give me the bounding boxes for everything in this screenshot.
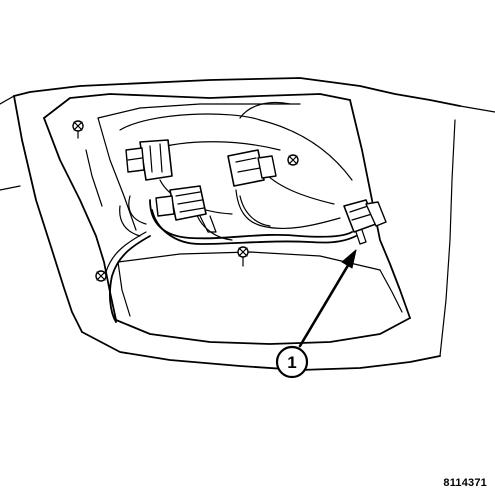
connector-lower-left [155, 185, 217, 233]
body-panel [0, 77, 495, 371]
connector-upper-right [227, 149, 277, 187]
callout-1: 1 [275, 345, 309, 379]
fastener-bolt-center [237, 246, 249, 267]
connector-upper-left [125, 139, 173, 181]
figure-number: 8114371 [443, 477, 487, 489]
lamp-cavity [43, 93, 411, 345]
callout-leader-arrow [298, 249, 357, 348]
fastener-bolt-upper-left [72, 120, 84, 139]
wiring-harness [105, 169, 357, 323]
callout-1-label: 1 [287, 353, 296, 372]
fastener-clip-left [95, 270, 107, 282]
harness-connector [343, 199, 387, 245]
fastener-bolt-right [287, 154, 299, 166]
